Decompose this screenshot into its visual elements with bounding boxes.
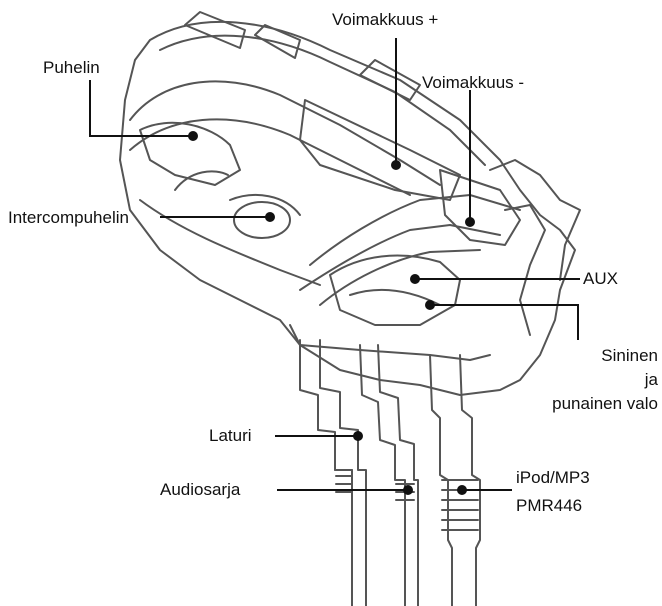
leader-phone: [89, 80, 193, 137]
label-led-line2: ja: [644, 370, 658, 389]
label-volume-down: Voimakkuus -: [422, 73, 525, 92]
label-intercom: Intercompuhelin: [8, 208, 129, 227]
label-phone: Puhelin: [43, 58, 100, 77]
label-led-line1: Sininen: [601, 346, 658, 365]
label-ipod-line2: PMR446: [516, 496, 583, 515]
leader-led: [430, 304, 579, 340]
label-volume-up: Voimakkuus +: [332, 10, 439, 29]
cable-audio-kit: [359, 344, 419, 606]
cable-charger: [299, 339, 367, 606]
device-body: [119, 11, 581, 396]
label-led-line3: punainen valo: [552, 394, 658, 413]
label-ipod-line1: iPod/MP3: [516, 468, 590, 487]
label-audio-kit: Audiosarja: [160, 480, 241, 499]
label-charger: Laturi: [209, 426, 252, 445]
label-aux: AUX: [583, 269, 618, 288]
